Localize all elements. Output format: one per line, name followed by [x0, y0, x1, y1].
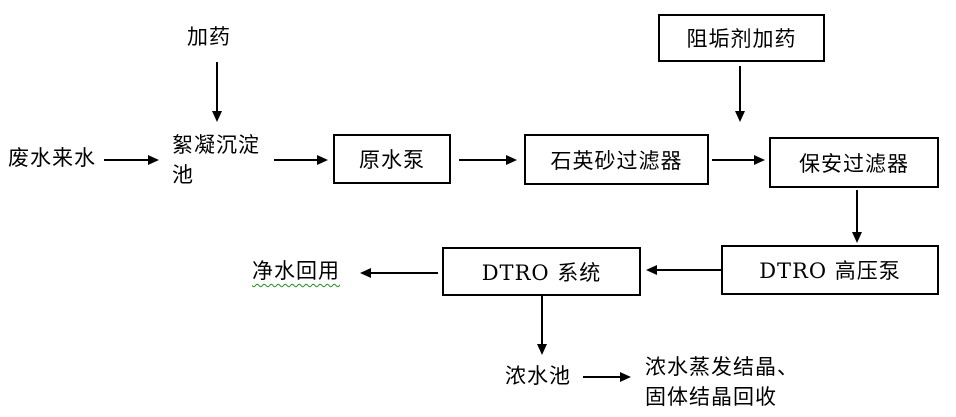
box-dtro-hp-pump: DTRO 高压泵 [721, 245, 939, 295]
label-clean-water-reuse: 净水回用 [252, 259, 340, 283]
label-evaporation-line1: 浓水蒸发结晶、 [645, 355, 799, 379]
box-dtro-system: DTRO 系统 [442, 247, 641, 296]
label-dosing: 加药 [187, 25, 231, 49]
label-floc-tank-line1: 絮凝沉淀 [172, 133, 260, 157]
label-influent: 废水来水 [8, 146, 96, 170]
arrow-antiscalant-to-cartridge-filter [735, 66, 745, 122]
arrow-influent-to-floc-tank [104, 155, 159, 165]
arrow-raw-pump-to-quartz-filter [459, 155, 517, 165]
arrow-dosing-to-floc-tank [212, 62, 222, 122]
arrow-floc-tank-to-raw-pump [274, 155, 328, 165]
label-floc-tank-line2: 池 [172, 163, 194, 187]
box-cartridge-filter: 保安过滤器 [769, 137, 939, 188]
arrow-dtro-hp-pump-to-dtro-system [646, 265, 721, 275]
arrow-dtro-system-to-clean-water [360, 268, 438, 278]
box-quartz-sand-filter: 石英砂过滤器 [524, 134, 709, 185]
label-evaporation: 浓水蒸发结晶、 固体结晶回收 [645, 352, 799, 412]
box-antiscalant-dosing: 阻垢剂加药 [658, 14, 825, 62]
label-evaporation-line2: 固体结晶回收 [645, 385, 777, 409]
arrow-dtro-system-to-concentrate-tank [537, 296, 547, 355]
arrow-cartridge-filter-to-dtro-hp-pump [852, 190, 862, 243]
label-floc-tank: 絮凝沉淀 池 [172, 130, 260, 190]
arrow-quartz-filter-to-cartridge-filter [712, 155, 765, 165]
arrow-concentrate-tank-to-evaporation [583, 372, 631, 382]
label-concentrate-tank: 浓水池 [505, 364, 571, 388]
box-raw-water-pump: 原水泵 [333, 134, 451, 184]
